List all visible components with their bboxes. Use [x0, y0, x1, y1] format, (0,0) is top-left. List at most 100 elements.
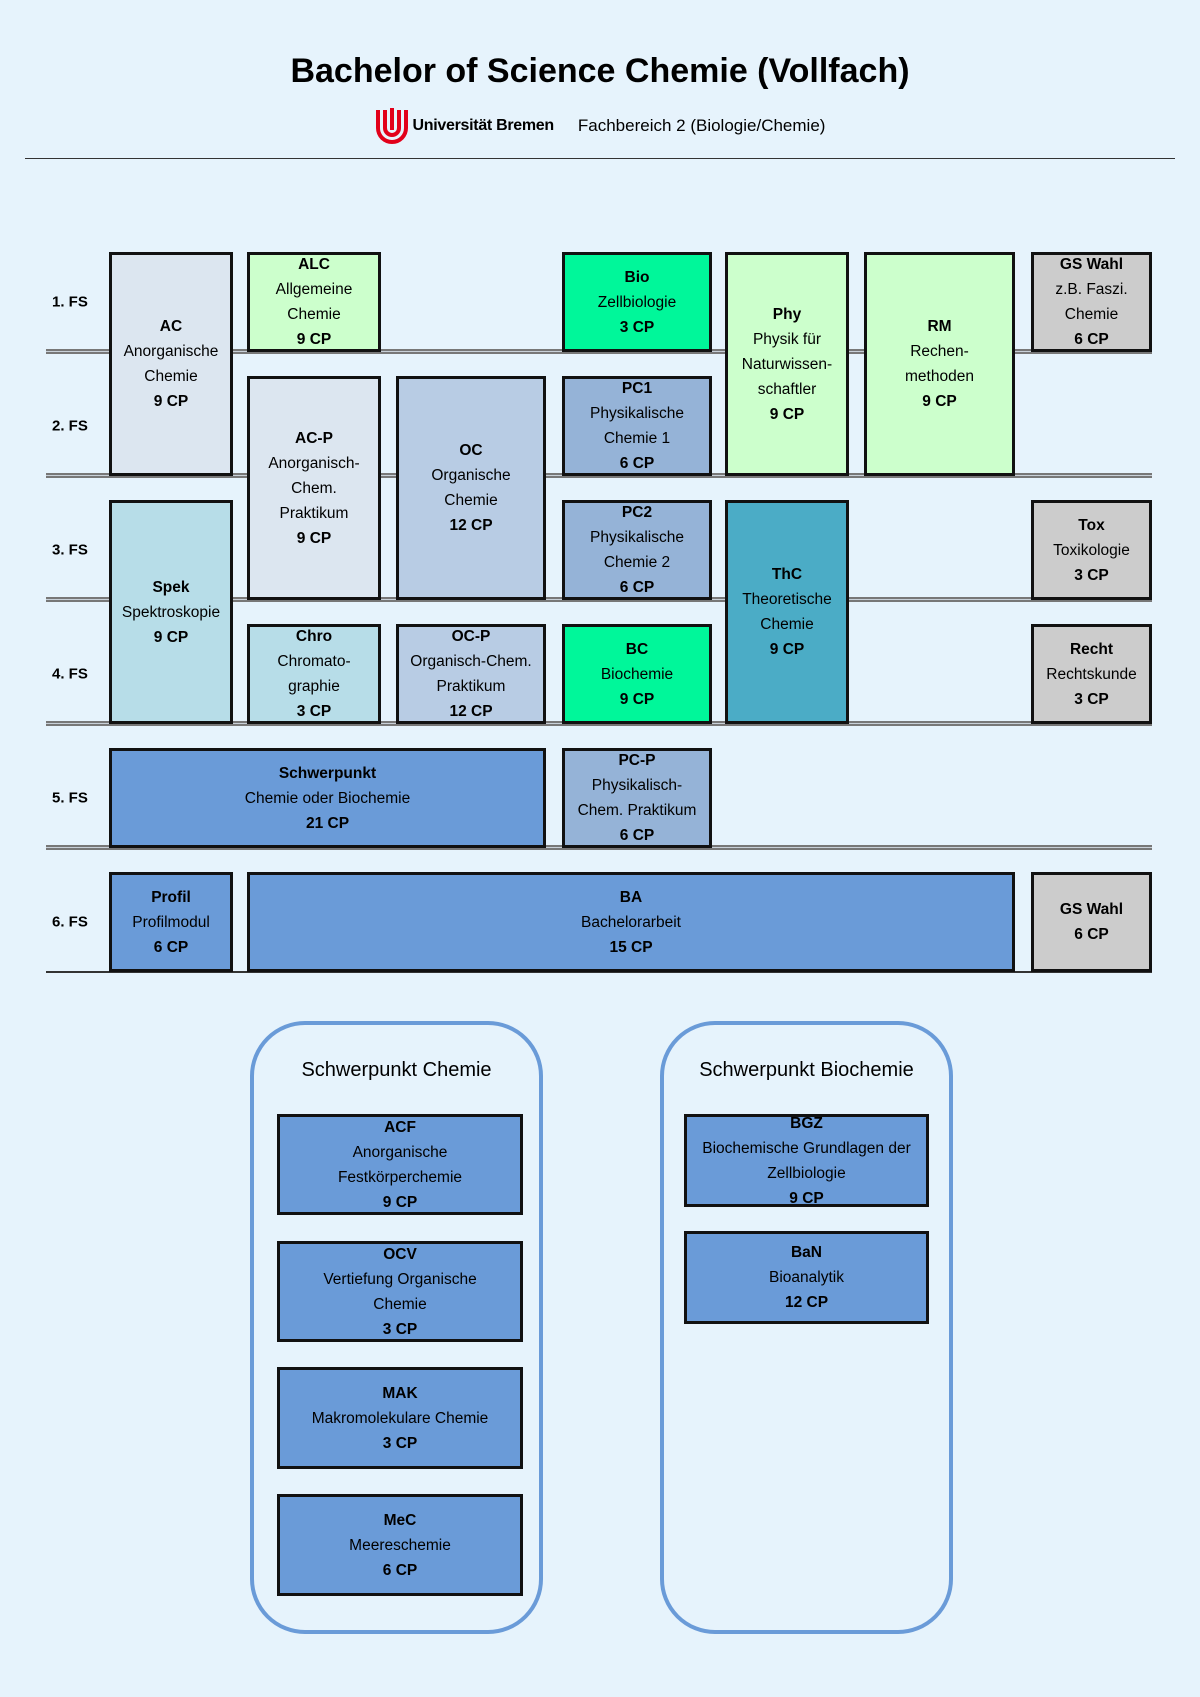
module-credits: 3 CP [382, 1320, 418, 1338]
module-name: Biochemische Grundlagen der Zellbiologie [702, 1139, 911, 1182]
module-name: Anorganische Festkörperchemie [337, 1143, 463, 1186]
module-credits: 9 CP [153, 628, 189, 646]
university-logo: Universität Bremen [375, 108, 554, 144]
module-abbreviation: MAK [382, 1384, 418, 1402]
module-abbreviation: Profil [151, 888, 191, 906]
module-credits: 6 CP [619, 827, 655, 844]
university-logo-icon [375, 108, 408, 144]
module-credits: 9 CP [382, 1193, 418, 1211]
module-credits: 12 CP [449, 517, 493, 534]
module-name: Organisch-Chem. Praktikum [410, 653, 532, 695]
module-credits: 15 CP [609, 938, 653, 956]
module-credits: 9 CP [769, 405, 805, 423]
module-credits: 3 CP [1074, 566, 1109, 584]
module-bgz: BGZ Biochemische Grundlagen der Zellbiolo… [684, 1114, 929, 1207]
module-name: Profilmodul [132, 913, 210, 931]
module-abbreviation: GS Wahl [1059, 901, 1124, 918]
module-credits: 6 CP [382, 1561, 418, 1579]
module-name: Makromolekulare Chemie [311, 1409, 489, 1427]
focus-panel: Schwerpunkt Chemie [250, 1021, 543, 1634]
module-credits: 12 CP [784, 1294, 829, 1311]
module-abbreviation: Phy [772, 305, 802, 323]
semester-label: 4. FS [52, 665, 88, 683]
semester-label: 5. FS [52, 789, 88, 807]
module-name: Theoretische Chemie [742, 591, 832, 633]
semester-divider [46, 971, 1152, 973]
module-credits: 9 CP [789, 1189, 824, 1207]
module-credits: 9 CP [922, 393, 957, 410]
module-thc: ThC Theoretische Chemie 9 CP [725, 500, 849, 724]
module-abbreviation: BGZ [790, 1114, 823, 1132]
module-name: Toxikologie [1053, 541, 1130, 559]
module-name: Bachelorarbeit [581, 913, 681, 931]
module-name: Allgemeine Chemie [275, 281, 353, 323]
module-credits: 3 CP [1074, 690, 1109, 708]
module-name: Physikalisch- Chem. Praktikum [577, 777, 697, 819]
module-credits: 6 CP [1074, 926, 1109, 943]
module-abbreviation: PC2 [621, 504, 653, 521]
module-abbreviation: OC [459, 442, 483, 459]
module-name: Biochemie [600, 665, 674, 683]
module-name: Organische Chemie [431, 467, 511, 509]
module-name: Anorganische Chemie [123, 343, 219, 385]
focus-panel-title: Schwerpunkt Chemie [301, 1059, 492, 1081]
module-credits: 9 CP [619, 690, 655, 708]
module-name: Spektroskopie [121, 603, 221, 621]
module-gs-wahl: GS Wahl 6 CP [1031, 872, 1152, 972]
module-abbreviation: Chro [295, 628, 333, 645]
module-abbreviation: OC-P [451, 628, 491, 645]
focus-panel: Schwerpunkt Biochemie [660, 1021, 953, 1634]
module-mak: MAK Makromolekulare Chemie 3 CP [277, 1367, 523, 1469]
module-name: Physikalische Chemie 2 [590, 529, 684, 571]
module-abbreviation: Spek [152, 578, 190, 596]
module-name: Rechen- methoden [905, 343, 974, 385]
module-abbreviation: AC-P [295, 429, 333, 447]
module-gs-wahl: GS Wahl z.B. Faszi. Chemie 6 CP [1031, 252, 1152, 352]
module-credits: 6 CP [619, 455, 655, 472]
university-name: Universität Bremen [412, 117, 555, 134]
module-name: Physik für Naturwissen- schaftler [741, 330, 833, 398]
module-name: Chromato- graphie [277, 653, 351, 695]
semester-label: 1. FS [52, 293, 88, 311]
module-abbreviation: GS Wahl [1059, 256, 1124, 273]
module-credits: 12 CP [449, 703, 493, 720]
module-credits: 9 CP [769, 641, 805, 658]
focus-panel-title: Schwerpunkt Biochemie [699, 1059, 914, 1081]
module-name: Meereschemie [349, 1536, 451, 1554]
module-credits: 6 CP [619, 579, 655, 596]
module-name: z.B. Faszi. Chemie [1055, 281, 1128, 323]
module-abbreviation: Tox [1078, 516, 1105, 534]
semester-label: 2. FS [52, 417, 88, 435]
module-abbreviation: RM [927, 318, 952, 335]
module-credits: 9 CP [296, 529, 332, 547]
module-credits: 6 CP [153, 938, 189, 956]
module-abbreviation: BaN [790, 1244, 822, 1261]
module-oc: OC Organische Chemie 12 CP [396, 376, 546, 600]
module-credits: 6 CP [1074, 331, 1109, 348]
module-name: Bioanalytik [769, 1269, 844, 1286]
module-name: Physikalische Chemie 1 [590, 405, 684, 447]
module-abbreviation: Recht [1069, 640, 1114, 658]
module-credits: 3 CP [382, 1434, 418, 1452]
department-name: Fachbereich 2 (Biologie/Chemie) [577, 116, 826, 135]
module-credits: 3 CP [296, 703, 332, 720]
semester-label: 3. FS [52, 541, 88, 559]
module-abbreviation: OCV [383, 1245, 417, 1263]
module-abbreviation: ThC [771, 566, 803, 583]
module-abbreviation: AC [159, 318, 183, 335]
module-credits: 9 CP [153, 393, 189, 410]
module-ban: BaN Bioanalytik 12 CP [684, 1231, 929, 1324]
module-credits: 3 CP [619, 318, 655, 336]
module-abbreviation: Schwerpunkt [278, 764, 377, 782]
